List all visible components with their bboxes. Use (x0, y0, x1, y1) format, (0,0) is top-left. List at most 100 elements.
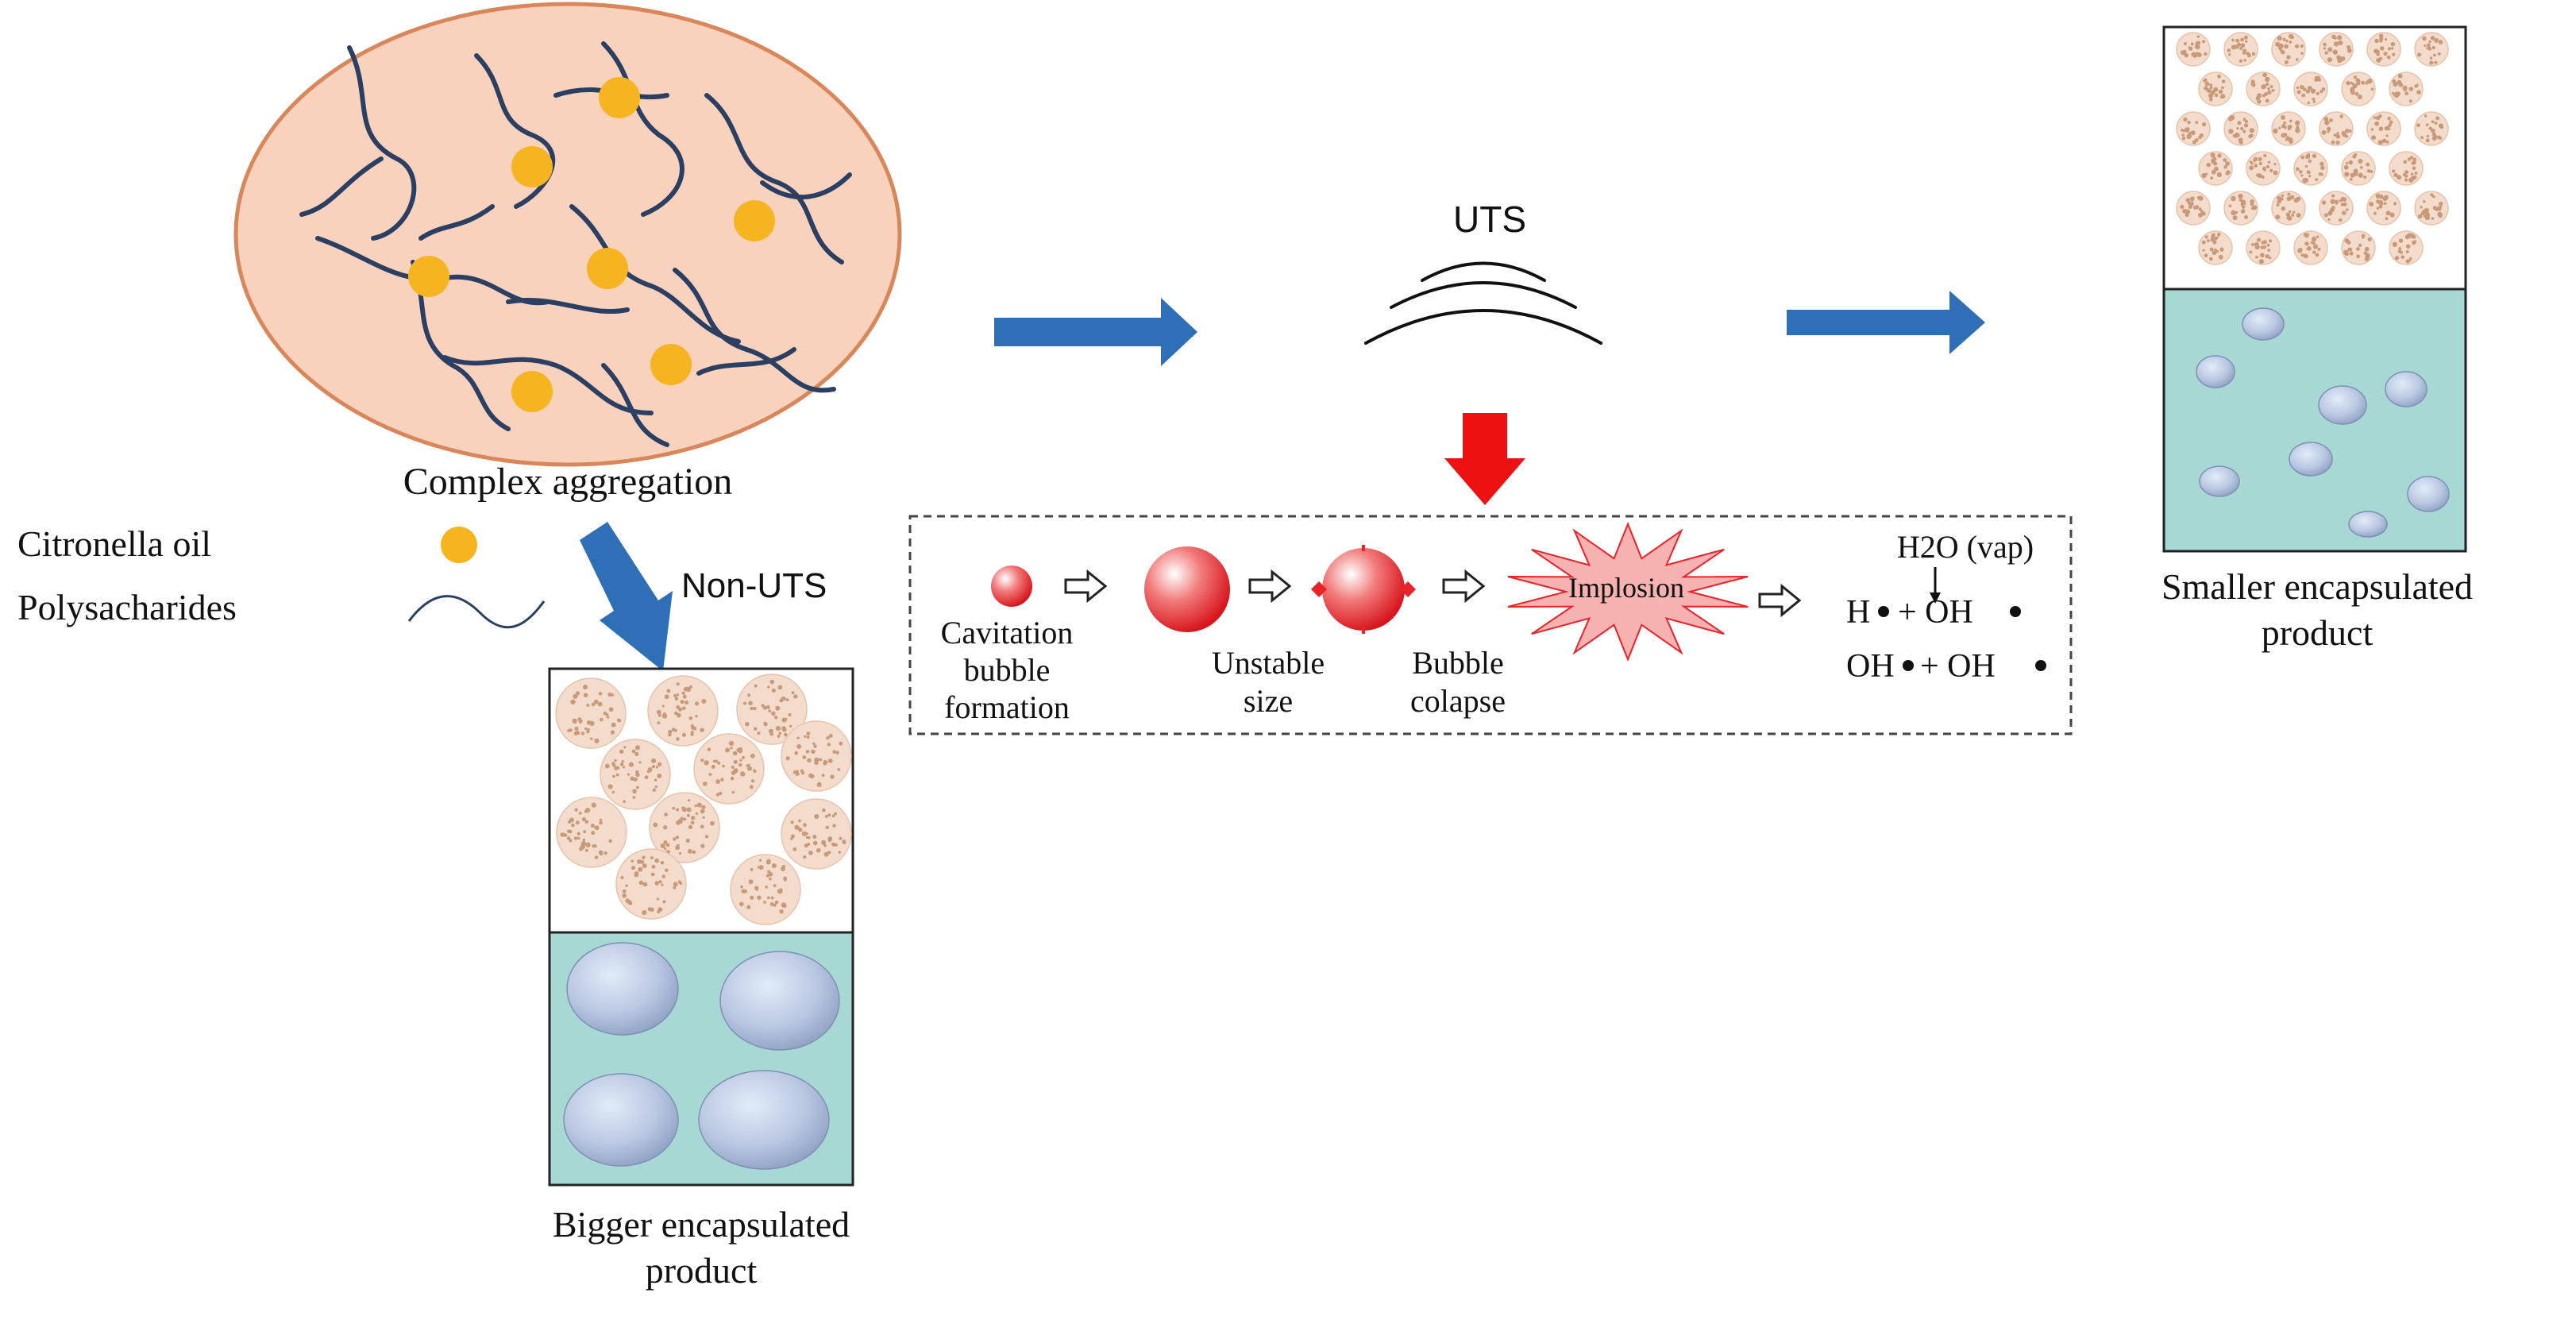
encapsulated-particle (2414, 191, 2449, 226)
legend-chain-icon (407, 595, 546, 629)
smaller-product-label-line1: Smaller encapsulated (2161, 566, 2473, 607)
droplet (2242, 307, 2285, 341)
encapsulated-particle (2176, 111, 2211, 146)
encapsulated-particle (649, 792, 720, 863)
bigger-product-label-line1: Bigger encapsulated (553, 1204, 850, 1245)
complex-aggregate (233, 2, 902, 467)
uts-down-arrow-icon (1444, 413, 1525, 505)
non-uts-arrow-icon (580, 522, 673, 671)
oil-droplet (511, 371, 553, 412)
bigger-droplets (563, 942, 840, 1170)
legend-oil-drop-icon (441, 527, 477, 563)
polysaccharide-chains (299, 41, 852, 447)
ultrasound-wave-icon (1364, 261, 1602, 345)
smaller-product-label-line2: product (2262, 612, 2374, 653)
encapsulated-particle (2414, 111, 2449, 146)
droplet (698, 1070, 830, 1170)
encapsulated-particle (781, 798, 852, 870)
bigger-particles (555, 674, 852, 925)
encapsulated-particle (2341, 230, 2376, 265)
droplet (566, 942, 679, 1036)
encapsulated-particle (781, 720, 852, 792)
encapsulated-particle (693, 733, 765, 805)
step-arrow-4-icon (1758, 583, 1802, 618)
smaller-droplet-photo (2162, 288, 2467, 553)
oil-droplet (650, 344, 692, 385)
encapsulated-particle (2319, 32, 2354, 67)
encapsulated-particle (2341, 151, 2376, 186)
encapsulated-particle (2271, 111, 2306, 146)
non-uts-label: Non-UTS (681, 566, 827, 605)
implosion-burst-icon (1507, 522, 1749, 662)
oil-droplet (599, 77, 640, 118)
oil-droplet (734, 200, 775, 241)
process-arrow-2-icon (1787, 291, 1985, 354)
vapor-down-arrow-icon (1930, 592, 1941, 604)
unstable-label-line1: Unstable (1212, 645, 1325, 681)
encapsulated-particle (600, 739, 671, 810)
droplet (2196, 355, 2235, 388)
encapsulated-particle (615, 848, 687, 920)
formation-label-line3: formation (944, 689, 1070, 725)
radical-dot-icon (1878, 606, 1889, 617)
cavitation-bubble-unstable (1311, 537, 1416, 642)
droplet (2385, 371, 2428, 407)
formation-label-line2: bubble (964, 652, 1051, 688)
encapsulated-particle (2293, 151, 2328, 186)
encapsulated-particle (730, 854, 801, 925)
encapsulated-particle (2389, 71, 2424, 106)
radical-dot-icon (2010, 606, 2021, 617)
encapsulated-particle (2319, 191, 2354, 226)
encapsulated-particle (2366, 191, 2401, 226)
encapsulated-particle (2414, 32, 2449, 67)
unstable-label-line2: size (1244, 683, 1293, 719)
cavitation-bubble-medium (1144, 546, 1230, 632)
encapsulated-particle (555, 677, 627, 749)
formation-label-line1: Cavitation (941, 615, 1074, 650)
droplet (2289, 442, 2333, 477)
encapsulated-particle (2319, 111, 2354, 146)
collapse-label-line1: Bubble (1412, 645, 1504, 681)
radical-dot-icon (2035, 660, 2046, 671)
reaction1-radical: H (1846, 594, 1870, 631)
cavitation-dashed-frame (908, 515, 2073, 735)
encapsulated-particle (2366, 111, 2401, 146)
droplet (2348, 511, 2388, 538)
encapsulated-particle (2223, 191, 2258, 226)
encapsulated-particle (647, 675, 719, 747)
encapsulated-particle (2246, 230, 2281, 265)
encapsulated-particle (2366, 32, 2401, 67)
reaction2-radical: OH (1846, 648, 1895, 685)
encapsulated-particle (736, 674, 808, 745)
encapsulated-particle (2198, 71, 2233, 106)
vapor-label: H2O (vap) (1897, 529, 2034, 565)
process-arrow-1-icon (994, 298, 1197, 366)
oil-droplet (408, 256, 449, 297)
cavitation-bubble-small (991, 565, 1032, 607)
droplet (2318, 385, 2367, 425)
step-arrow-3-icon (1442, 569, 1486, 604)
encapsulated-particle (2223, 111, 2258, 146)
encapsulated-particle (2389, 230, 2424, 265)
smaller-particles (2176, 32, 2449, 265)
oil-droplet (587, 248, 628, 289)
step-arrow-2-icon (1248, 569, 1292, 604)
reaction1-plus-oh: + OH (1898, 594, 1973, 631)
encapsulated-particle (2293, 230, 2328, 265)
cavitation-process-box: Cavitation bubble formation Unstable siz… (908, 515, 2073, 735)
legend-polysaccharide-label: Polysacharides (17, 587, 237, 627)
encapsulated-particle (2389, 151, 2424, 186)
collapse-label-line2: colapse (1410, 683, 1506, 719)
encapsulated-particle (2198, 230, 2233, 265)
encapsulated-particle (2271, 191, 2306, 226)
radical-dot-icon (1903, 660, 1914, 671)
reaction2-plus-oh: + OH (1920, 648, 1996, 685)
droplet (2407, 476, 2450, 512)
aggregate-label: Complex aggregation (403, 461, 733, 503)
encapsulated-particle (2246, 71, 2281, 106)
encapsulated-particle (2223, 32, 2258, 67)
smaller-droplets (2196, 307, 2450, 538)
implosion-label: Implosion (1568, 572, 1684, 604)
citronella-oil-droplets (408, 77, 775, 412)
